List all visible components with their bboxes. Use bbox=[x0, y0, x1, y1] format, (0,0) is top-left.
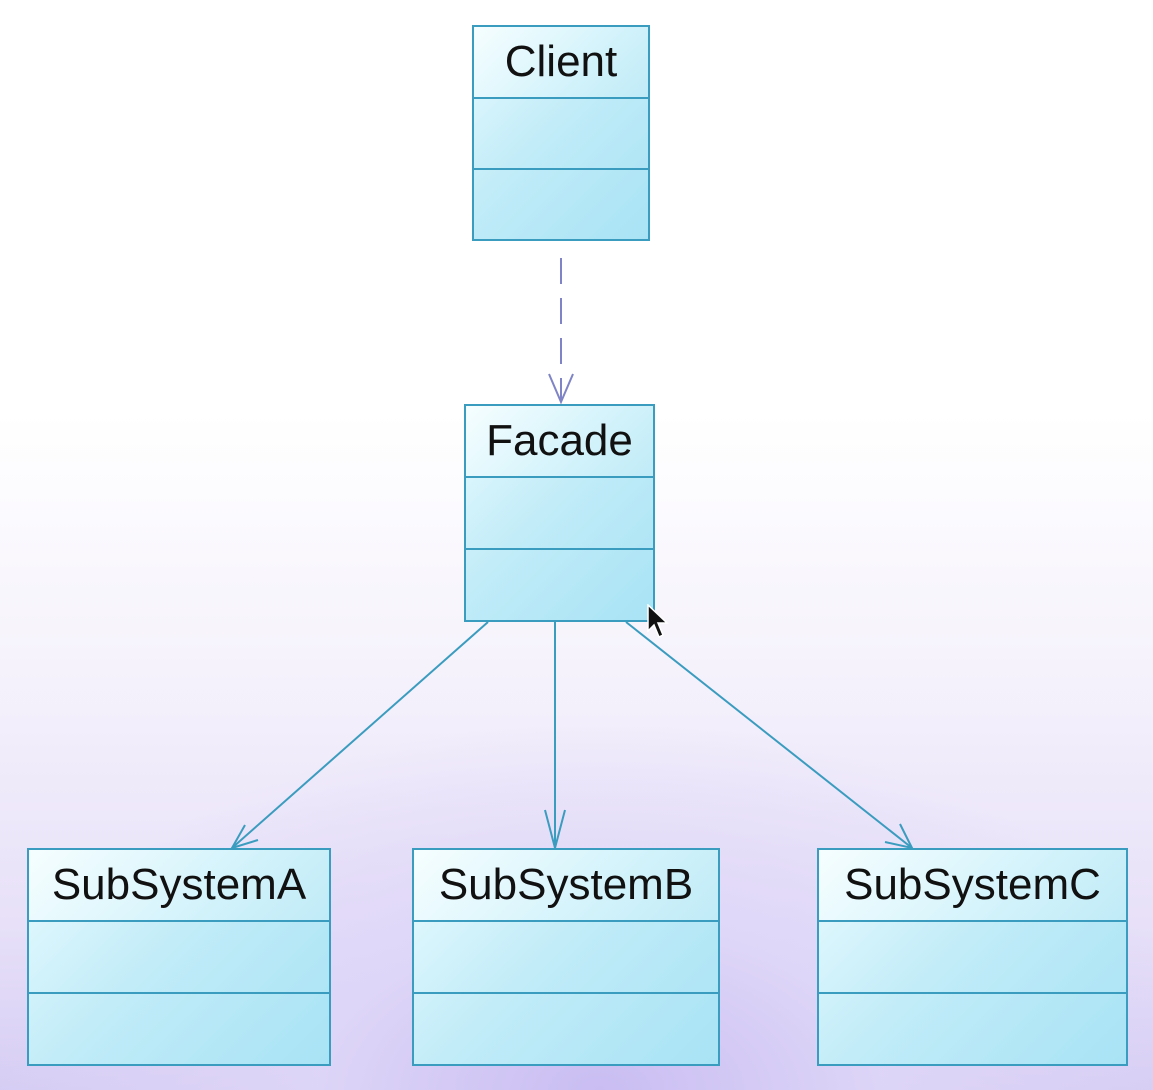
class-facade-attributes bbox=[466, 478, 653, 550]
class-subsystem-c-name: SubSystemC bbox=[819, 850, 1126, 922]
class-subsystem-c-attributes bbox=[819, 922, 1126, 994]
class-subsystem-b-methods bbox=[414, 994, 718, 1064]
class-subsystem-b[interactable]: SubSystemB bbox=[412, 848, 720, 1066]
association-line-a bbox=[231, 621, 489, 849]
class-subsystem-c-methods bbox=[819, 994, 1126, 1064]
class-subsystem-c[interactable]: SubSystemC bbox=[817, 848, 1128, 1066]
class-facade-methods bbox=[466, 550, 653, 620]
class-facade-name: Facade bbox=[466, 406, 653, 478]
dependency-client-facade bbox=[548, 258, 574, 405]
class-subsystem-a-methods bbox=[29, 994, 329, 1064]
class-subsystem-b-name: SubSystemB bbox=[414, 850, 718, 922]
class-client-attributes bbox=[474, 99, 648, 170]
class-client-methods bbox=[474, 170, 648, 239]
association-facade-subsystem-a bbox=[229, 621, 489, 850]
class-facade[interactable]: Facade bbox=[464, 404, 655, 622]
association-line-c bbox=[625, 621, 913, 849]
class-client[interactable]: Client bbox=[472, 25, 650, 241]
class-subsystem-a-attributes bbox=[29, 922, 329, 994]
class-subsystem-a-name: SubSystemA bbox=[29, 850, 329, 922]
class-subsystem-b-attributes bbox=[414, 922, 718, 994]
class-client-name: Client bbox=[474, 27, 648, 99]
mouse-cursor-icon bbox=[647, 604, 669, 639]
association-facade-subsystem-b bbox=[544, 622, 566, 852]
class-subsystem-a[interactable]: SubSystemA bbox=[27, 848, 331, 1066]
dependency-arrowhead bbox=[548, 373, 574, 405]
association-facade-subsystem-c bbox=[625, 621, 914, 850]
